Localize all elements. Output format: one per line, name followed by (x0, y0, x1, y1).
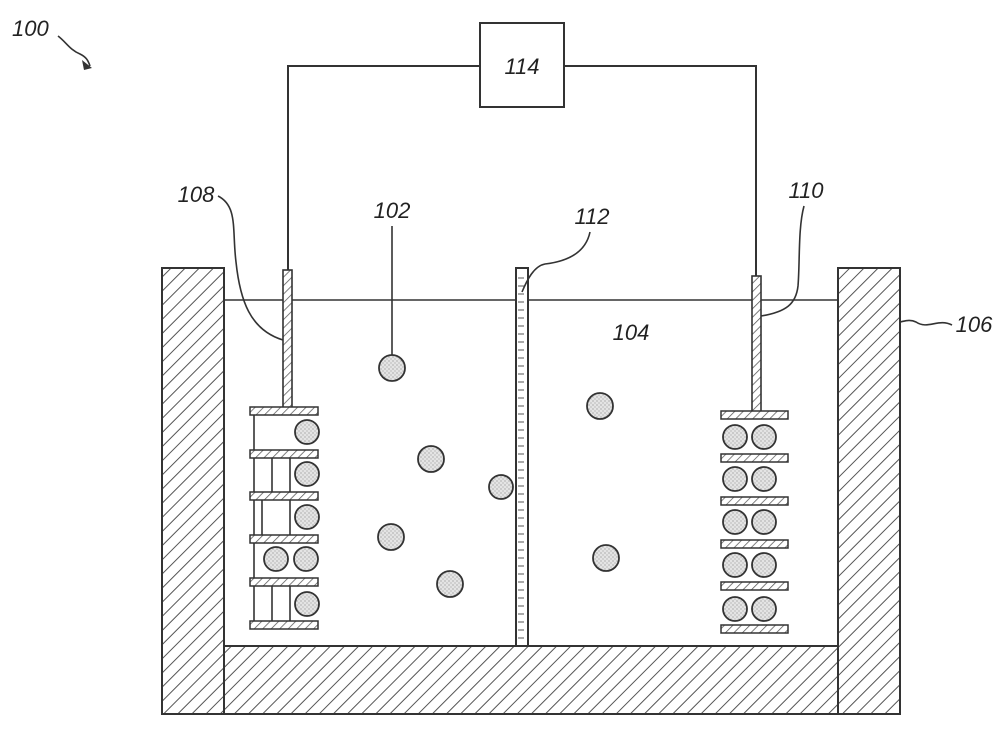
right-deposit-particle (751, 552, 777, 578)
right-plate (720, 453, 789, 463)
container-floor (223, 645, 839, 715)
ion-particle (378, 354, 406, 382)
right-plate (720, 410, 789, 420)
ion-particle (586, 392, 614, 420)
right-deposit-particle (722, 596, 748, 622)
right-plate (720, 496, 789, 506)
right-plate (720, 624, 789, 634)
container-left-wall (161, 267, 225, 715)
left-deposit-particle (263, 546, 289, 572)
power-source-label: 114 (504, 54, 539, 79)
container-right-wall (837, 267, 901, 715)
left-plate (249, 577, 319, 587)
container-leader (899, 319, 953, 326)
right-deposit-particle (722, 424, 748, 450)
right-plate (720, 539, 789, 549)
left-deposit-particle (294, 461, 320, 487)
right-deposit-particle (751, 596, 777, 622)
left-wire (287, 65, 480, 270)
right-deposit-particle (722, 552, 748, 578)
left-plate (249, 534, 319, 544)
left-plate (249, 406, 319, 416)
left-plate (249, 620, 319, 630)
right-deposit-particle (751, 424, 777, 450)
left-plate (249, 491, 319, 501)
power-source-box (479, 22, 565, 108)
left-electrode-leader (217, 195, 284, 341)
free-ions (377, 354, 620, 598)
right-deposit-particle (722, 466, 748, 492)
separator (515, 267, 529, 647)
right-deposit-particle (722, 509, 748, 535)
left-deposit-particle (294, 591, 320, 617)
electrolyte-label: 104 (613, 320, 650, 345)
left-electrode-label: 108 (178, 182, 215, 207)
figure-arrow-icon (82, 60, 92, 70)
separator-label: 112 (574, 204, 609, 229)
ion-particle (436, 570, 464, 598)
right-electrode-rod (751, 275, 762, 413)
figure-leader-line (57, 35, 91, 67)
right-electrode-label: 110 (788, 178, 824, 203)
left-deposit-particle (293, 546, 319, 572)
ion-label: 102 (374, 198, 411, 223)
right-wire (564, 65, 757, 276)
ion-particle (417, 445, 445, 473)
right-deposit-particle (751, 466, 777, 492)
figure-number-label: 100 (12, 16, 49, 41)
left-plate (249, 449, 319, 459)
separator-leader (521, 231, 591, 293)
right-deposit-particle (751, 509, 777, 535)
left-electrode-rod (282, 269, 293, 409)
ion-particle (377, 523, 405, 551)
left-electrode-stack (249, 406, 320, 630)
left-deposit-particle (294, 419, 320, 445)
container-label: 106 (956, 312, 993, 337)
right-plate (720, 581, 789, 591)
left-deposit-particle (294, 504, 320, 530)
right-electrode-stack (720, 410, 789, 634)
right-electrode-leader (760, 205, 805, 317)
separator-ticks (518, 277, 524, 639)
ion-particle (488, 474, 514, 500)
ion-particle (592, 544, 620, 572)
